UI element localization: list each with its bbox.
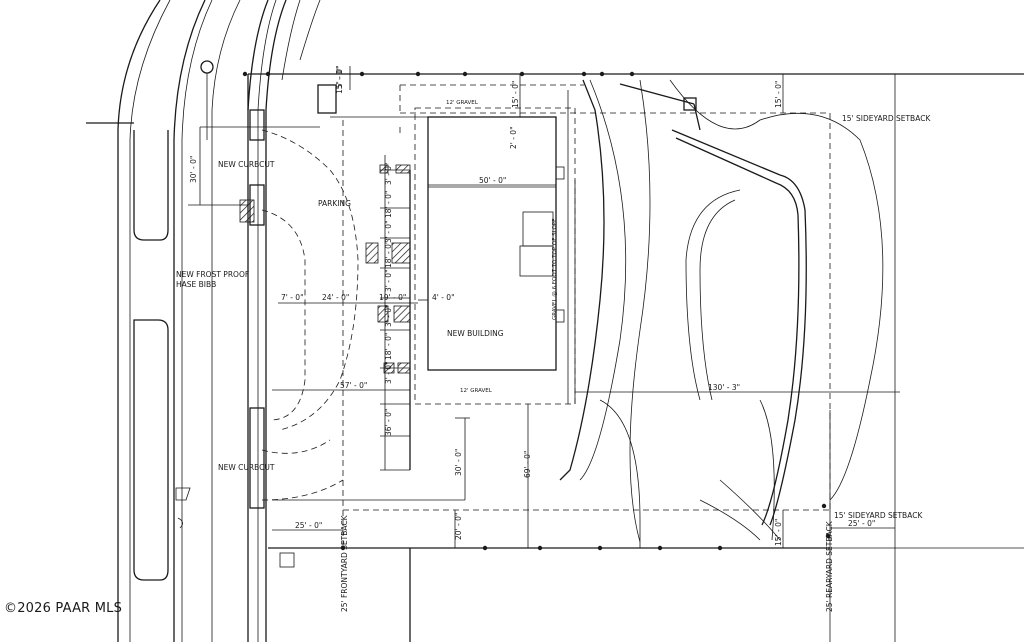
slope-contours: [559, 79, 884, 548]
dim-36-0: 36' - 0": [384, 409, 393, 436]
dim-5-0: 5' - 0": [335, 65, 344, 88]
dim-25-0-left: 25' - 0": [295, 521, 322, 530]
dim-15-0-bottom: 15' - 0": [774, 519, 783, 546]
dim-7-0: 7' - 0": [281, 293, 304, 302]
parking-stalls: [239, 164, 411, 471]
property-boundary: [242, 71, 1024, 642]
new-curbcut-bottom-label: NEW CURBCUT: [218, 463, 275, 472]
dim-3-0-d: 3' - 0": [384, 304, 393, 327]
dim-3-0-c: 3' - 0": [384, 269, 393, 292]
dim-57-0: 57' - 0": [340, 381, 367, 390]
dim-69-0: 69' - 0": [523, 451, 532, 478]
dim-15-top-b: 15' - 0": [511, 81, 520, 108]
mls-watermark: ©2026 PAAR MLS: [4, 601, 123, 616]
dim-20-0: 20' - 0": [454, 513, 463, 540]
dim-130-3: 130' - 3": [708, 383, 740, 392]
dim-15-top-a: 15' - 0": [335, 67, 344, 94]
gravel-area: [414, 90, 576, 405]
driveway-curbcuts: [175, 84, 359, 568]
dim-18-0-b: 18' - 0": [384, 241, 393, 268]
dim-3-0-b: 3' - 0": [384, 220, 393, 243]
rearyard-setback-label: 25' REARYARD SETBACK: [825, 520, 834, 612]
gravel-top-label: 12' GRAVEL: [446, 100, 479, 106]
new-building: [418, 116, 565, 371]
road-edges: [86, 0, 321, 642]
dimension-lines: [188, 66, 900, 548]
dim-19-0: 19' - 0": [379, 293, 406, 302]
boundary-survey-points: [242, 71, 831, 551]
dim-2-0: 2' - 0": [509, 126, 518, 149]
dim-3-0-a: 3' - 0": [384, 162, 393, 185]
sideyard-setback-top-label: 15' SIDEYARD SETBACK: [842, 114, 931, 123]
dimension-labels: 30' - 0" 15' - 0" 15' - 0" 2' - 0" 15' -…: [189, 65, 875, 546]
dim-25-0-right: 25' - 0": [848, 519, 875, 528]
dim-4-0: 4' - 0": [432, 293, 455, 302]
dim-30-left: 30' - 0": [189, 156, 198, 183]
dim-50-0: 50' - 0": [479, 176, 506, 185]
sideyard-setback-bottom-label: 15' SIDEYARD SETBACK: [834, 511, 923, 520]
plan-labels: 15' SIDEYARD SETBACK 15' SIDEYARD SETBAC…: [176, 100, 931, 612]
dim-18-0-a: 18' - 0": [384, 191, 393, 218]
new-curbcut-top-label: NEW CURBCUT: [218, 160, 275, 169]
frontyard-setback-label: 25' FRONTYARD SETBACK: [340, 514, 349, 612]
dim-30-0: 30' - 0": [454, 449, 463, 476]
dim-3-0-e: 3' - 0": [384, 361, 393, 384]
frost-proof-label-2: HASE BIBB: [176, 280, 216, 289]
new-building-label: NEW BUILDING: [447, 329, 504, 338]
dim-18-0-c: 18' - 0": [384, 333, 393, 360]
setback-lines: [342, 84, 831, 548]
parking-label: PARKING: [318, 199, 351, 208]
gravel-bottom-label: 12' GRAVEL: [460, 388, 493, 394]
gravel-slope-label: GRAVEL @ 6 FOOT TO TOP OF SLOPE: [552, 218, 558, 320]
dim-15-right: 15' - 0": [774, 81, 783, 108]
dim-24-0: 24' - 0": [322, 293, 349, 302]
frost-proof-label-1: NEW FROST PROOF: [176, 270, 249, 279]
